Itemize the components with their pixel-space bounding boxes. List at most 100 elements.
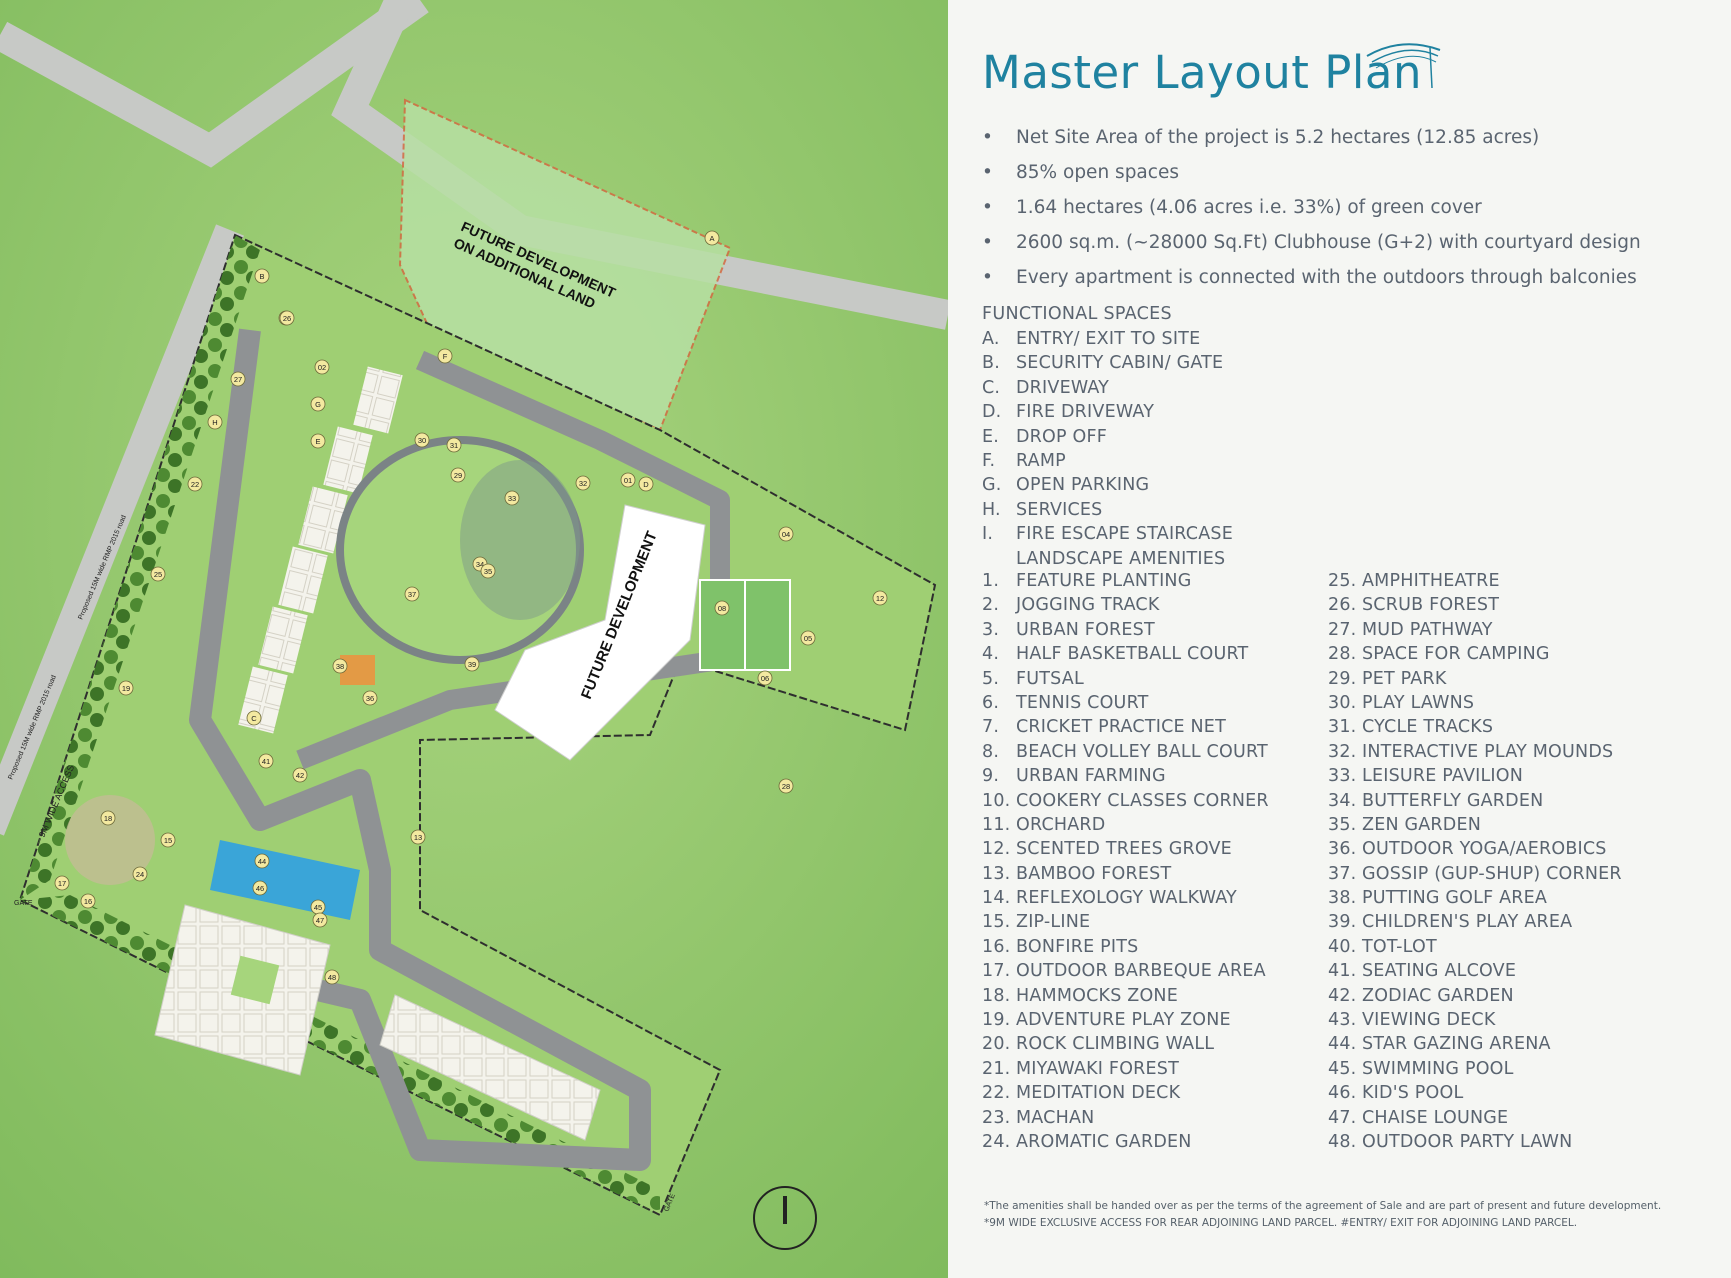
amenity-label: PLAY LAWNS [1362, 692, 1475, 713]
functional-space-item: E.DROP OFF [982, 425, 1233, 449]
map-marker-label: 44 [258, 857, 266, 866]
amenity-key: 17. [982, 961, 1011, 982]
map-marker: 12 [872, 590, 888, 606]
amenity-key: 18. [982, 985, 1011, 1006]
highlight-item: •1.64 hectares (4.06 acres i.e. 33%) of … [982, 197, 1482, 218]
map-marker: 30 [414, 432, 430, 448]
amenity-item: 48.OUTDOOR PARTY LAWN [1328, 1130, 1622, 1154]
functional-space-key: E. [982, 426, 1000, 447]
map-marker: 02 [314, 359, 330, 375]
map-marker: 37 [404, 586, 420, 602]
swimming-pool [210, 840, 360, 920]
functional-space-key: B. [982, 353, 1000, 374]
amenity-label: SEATING ALCOVE [1362, 961, 1517, 982]
map-marker-label: 18 [104, 814, 112, 823]
amenity-item: 28.SPACE FOR CAMPING [1328, 642, 1622, 666]
map-marker: A [704, 230, 720, 246]
highlight-item: •Every apartment is connected with the o… [982, 267, 1637, 288]
map-marker-label: 13 [414, 833, 422, 842]
map-marker-label: 15 [164, 836, 172, 845]
amenity-item: 10.COOKERY CLASSES CORNER [982, 789, 1269, 813]
amenity-key: 1. [982, 571, 1000, 591]
amenity-item: 1.FEATURE PLANTING [982, 569, 1269, 593]
map-marker: 17 [54, 875, 70, 891]
map-marker-label: 17 [58, 879, 66, 888]
legend-panel: Master Layout Plan •Net Site Area of the… [948, 0, 1731, 1278]
functional-space-key: I. [982, 524, 994, 545]
amenity-key: 16. [982, 936, 1011, 957]
map-marker-label: 16 [84, 897, 92, 906]
map-marker: 47 [312, 912, 328, 928]
amenity-item: 13.BAMBOO FOREST [982, 862, 1269, 886]
amenity-label: AMPHITHEATRE [1362, 571, 1500, 591]
amenity-item: 45.SWIMMING POOL [1328, 1057, 1622, 1081]
amenity-key: 41. [1328, 961, 1357, 982]
amenity-item: 21.MIYAWAKI FOREST [982, 1057, 1269, 1081]
amenity-label: PUTTING GOLF AREA [1362, 888, 1548, 909]
amenity-key: 47. [1328, 1107, 1357, 1128]
amenity-markers: ABFGEHCD01020304050608121315161718192224… [54, 230, 888, 985]
amenity-key: 9. [982, 766, 1000, 787]
amenity-key: 2. [982, 595, 1000, 616]
amenity-key: 48. [1328, 1131, 1357, 1152]
amenity-label: LEISURE PAVILION [1362, 766, 1524, 787]
amenity-item: 26.SCRUB FOREST [1328, 593, 1622, 617]
amenity-key: 45. [1328, 1058, 1357, 1079]
amenity-key: 4. [982, 644, 1000, 665]
amenity-item: 41.SEATING ALCOVE [1328, 959, 1622, 983]
amenity-key: 19. [982, 1010, 1011, 1031]
amenity-key: 27. [1328, 619, 1357, 640]
map-marker: 18 [100, 810, 116, 826]
map-marker: B [254, 268, 270, 284]
amenity-item: 2. JOGGING TRACK [982, 593, 1269, 617]
page-title: Master Layout Plan [982, 46, 1422, 99]
amenity-label: JOGGING TRACK [1016, 595, 1160, 616]
functional-space-label: OPEN PARKING [1016, 475, 1150, 496]
amenity-item: 23.MACHAN [982, 1106, 1269, 1130]
amenity-label: HAMMOCKS ZONE [1016, 985, 1178, 1006]
project-highlights: •Net Site Area of the project is 5.2 hec… [982, 120, 1722, 295]
map-marker-label: 35 [484, 567, 492, 576]
map-marker: 04 [778, 526, 794, 542]
map-marker: 25 [150, 566, 166, 582]
footnote: *The amenities shall be handed over as p… [984, 1200, 1662, 1212]
map-marker: 16 [80, 893, 96, 909]
map-marker-label: 39 [468, 660, 476, 669]
footnote: *9M WIDE EXCLUSIVE ACCESS FOR REAR ADJOI… [984, 1217, 1578, 1229]
map-marker-label: 02 [318, 363, 326, 372]
amenity-key: 29. [1328, 668, 1357, 689]
map-marker-label: 34 [476, 560, 484, 569]
map-marker: 05 [800, 630, 816, 646]
map-marker-label: 42 [296, 771, 304, 780]
map-marker: 24 [132, 866, 148, 882]
amenity-key: 42. [1328, 985, 1357, 1006]
amenity-label: MACHAN [1016, 1107, 1095, 1128]
map-marker-label: 38 [336, 662, 344, 671]
amenity-label: CRICKET PRACTICE NET [1016, 717, 1226, 738]
map-marker-label: H [212, 418, 217, 427]
amenity-item: 32.INTERACTIVE PLAY MOUNDS [1328, 740, 1622, 764]
amphitheatre [65, 795, 155, 885]
map-marker-label: 36 [366, 694, 374, 703]
amenity-label: PET PARK [1362, 668, 1447, 689]
map-marker-label: 46 [256, 884, 264, 893]
amenity-item: 20.ROCK CLIMBING WALL [982, 1032, 1269, 1056]
amenity-label: ZIP-LINE [1016, 912, 1091, 933]
amenity-item: 24.AROMATIC GARDEN [982, 1130, 1269, 1154]
amenity-label: CYCLE TRACKS [1362, 717, 1494, 738]
north-arrow-icon [753, 1186, 817, 1250]
amenity-key: 25. [1328, 571, 1357, 591]
amenity-label: TENNIS COURT [1016, 692, 1149, 713]
map-marker: 44 [254, 853, 270, 869]
amenity-item: 14.REFLEXOLOGY WALKWAY [982, 886, 1269, 910]
amenity-item: 6.TENNIS COURT [982, 691, 1269, 715]
functional-space-item: LANDSCAPE AMENITIES [982, 547, 1233, 571]
map-marker: 45 [310, 899, 326, 915]
amenity-key: 15. [982, 912, 1011, 933]
amenity-key: 28. [1328, 644, 1357, 665]
site-plan-map: FUTURE DEVELOPMENT ON ADDITIONAL LAND FU… [0, 0, 948, 1278]
amenity-item: 39.CHILDREN'S PLAY AREA [1328, 910, 1622, 934]
map-marker: 29 [450, 467, 466, 483]
amenity-key: 33. [1328, 766, 1357, 787]
